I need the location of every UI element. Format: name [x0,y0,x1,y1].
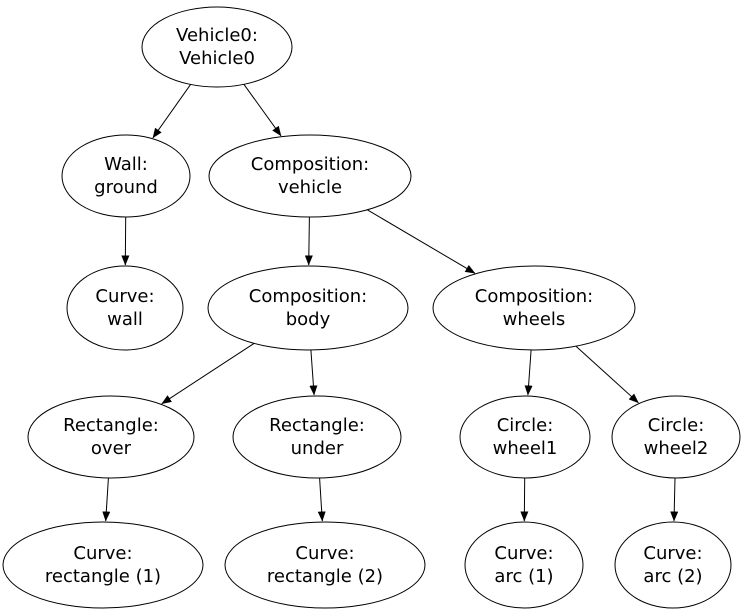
node-label-line1: Composition: [251,154,369,175]
graph-edge-comp-vehicle-to-comp-body [304,216,313,266]
graph-node-comp-wheels: Composition:wheels [432,265,636,351]
graph-node-vehicle0: Vehicle0:Vehicle0 [141,6,293,88]
graph-node-curve-wall: Curve:wall [66,265,184,351]
node-label-line2: rectangle (1) [45,566,161,587]
node-label-line2: wheel1 [493,438,558,459]
graph-node-curve-arc1: Curve:arc (1) [464,521,584,609]
graph-node-curve-rect1: Curve:rectangle (1) [2,521,204,609]
node-label-line1: Wall: [104,154,148,175]
node-label-line1: Vehicle0: [176,25,258,46]
node-ellipse [207,265,409,351]
node-label-line1: Curve: [643,543,702,564]
node-label-line2: over [91,438,132,459]
node-ellipse [464,521,584,609]
edges-layer [102,84,679,522]
node-ellipse [208,134,412,218]
node-ellipse [232,395,402,479]
node-ellipse [2,521,204,609]
graph-node-rect-over: Rectangle:over [27,395,195,479]
node-label-line1: Curve: [295,543,354,564]
node-ellipse [61,134,191,218]
node-ellipse [141,6,293,88]
node-ellipse [459,395,591,479]
graph-node-circle-wheel1: Circle:wheel1 [459,395,591,479]
node-label-line2: wheels [503,309,566,330]
node-label-line1: Rectangle: [63,415,159,436]
graph-node-curve-arc2: Curve:arc (2) [614,521,732,609]
node-label-line2: arc (1) [494,566,553,587]
node-label-line1: Composition: [475,286,593,307]
node-label-line2: body [286,309,331,330]
node-label-line1: Circle: [648,415,705,436]
node-label-line1: Rectangle: [269,415,365,436]
node-label-line1: Curve: [95,286,154,307]
graph-edge-comp-body-to-rect-over [161,342,255,405]
node-label-line2: vehicle [278,177,342,198]
graph-node-wall-ground: Wall:ground [61,134,191,218]
graph-edge-vehicle0-to-wall-ground [152,84,192,139]
graph-node-comp-vehicle: Composition:vehicle [208,134,412,218]
graph-edge-rect-under-to-curve-rect2 [317,477,326,522]
node-ellipse [611,395,741,479]
node-ellipse [432,265,636,351]
node-label-line2: under [291,438,344,459]
graph-node-rect-under: Rectangle:under [232,395,402,479]
node-ellipse [27,395,195,479]
node-label-line2: wheel2 [644,438,709,459]
node-label-line2: Vehicle0 [179,48,255,69]
graph-edge-comp-wheels-to-circle-wheel1 [524,349,533,396]
node-ellipse [614,521,732,609]
graph-node-comp-body: Composition:body [207,265,409,351]
node-ellipse [224,521,426,609]
node-label-line2: arc (2) [643,566,702,587]
node-label-line1: Circle: [497,415,554,436]
graph-edge-circle-wheel2-to-curve-arc2 [670,477,679,522]
node-ellipse [66,265,184,351]
graph-node-curve-rect2: Curve:rectangle (2) [224,521,426,609]
nodes-layer: Vehicle0:Vehicle0Wall:groundComposition:… [2,6,741,609]
node-label-line1: Curve: [73,543,132,564]
node-label-line2: ground [94,177,158,198]
node-label-line2: rectangle (2) [267,566,383,587]
graph-edge-vehicle0-to-comp-vehicle [243,84,282,137]
graph-node-circle-wheel2: Circle:wheel2 [611,395,741,479]
graph-edge-comp-vehicle-to-comp-wheels [367,209,476,274]
node-label-line2: wall [107,309,143,330]
node-label-line1: Curve: [494,543,553,564]
graph-edge-comp-wheels-to-circle-wheel2 [575,345,639,404]
node-label-line1: Composition: [249,286,367,307]
graph-edge-rect-over-to-curve-rect1 [102,477,111,522]
graph-edge-comp-body-to-rect-under [309,349,318,396]
